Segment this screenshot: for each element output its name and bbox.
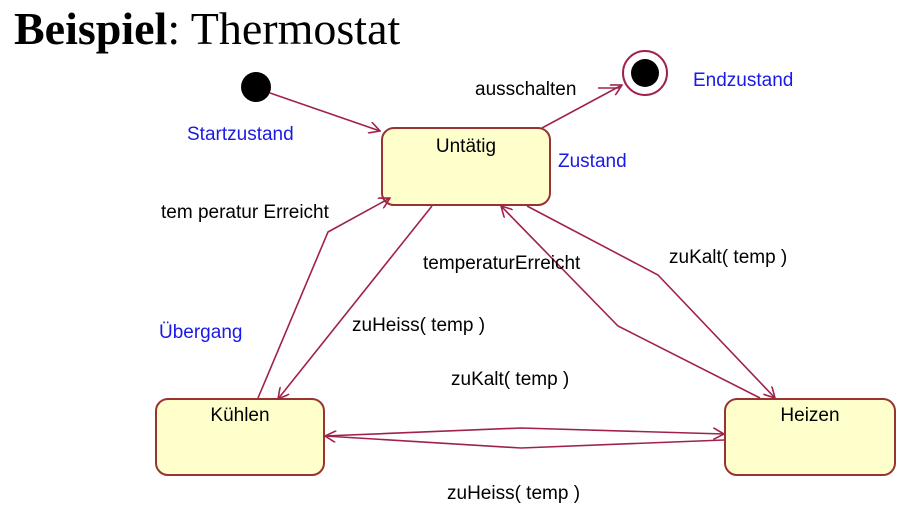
transition-idle-to-heating: [526, 205, 775, 398]
start-state: [241, 72, 271, 102]
transition-switch-off: [541, 85, 622, 129]
state-heating: Heizen: [724, 398, 896, 476]
label-cooling-reached: tem peratur Erreicht: [161, 202, 330, 223]
annotation-start: Startzustand: [187, 124, 294, 145]
annotation-end: Endzustand: [693, 70, 793, 91]
annotation-transition: Übergang: [159, 322, 242, 343]
title-rest: : Thermostat: [167, 3, 401, 54]
transition-heating-to-cooling: [325, 436, 725, 449]
slide-title: Beispiel: Thermostat: [14, 6, 400, 52]
label-too-cold-idle: zuKalt( temp ): [669, 247, 787, 268]
state-heating-label: Heizen: [780, 405, 839, 426]
state-cooling: Kühlen: [155, 398, 325, 476]
state-cooling-label: Kühlen: [210, 405, 269, 426]
state-idle: Untätig: [381, 127, 551, 206]
state-idle-label: Untätig: [436, 136, 496, 157]
annotation-state: Zustand: [558, 151, 627, 172]
label-too-hot-heating: zuHeiss( temp ): [447, 483, 580, 504]
transition-cooling-to-idle: [257, 198, 390, 399]
transition-idle-to-cooling: [278, 205, 433, 399]
label-heating-reached: temperaturErreicht: [423, 253, 581, 274]
label-switch-off: ausschalten: [475, 79, 576, 100]
transition-initial: [269, 92, 380, 131]
label-too-cold-cooling: zuKalt( temp ): [451, 369, 569, 390]
transition-cooling-to-heating: [323, 427, 724, 436]
title-bold: Beispiel: [14, 3, 168, 54]
end-state: [622, 50, 668, 96]
label-too-hot-idle: zuHeiss( temp ): [352, 315, 485, 336]
transition-heating-to-idle: [501, 206, 761, 399]
